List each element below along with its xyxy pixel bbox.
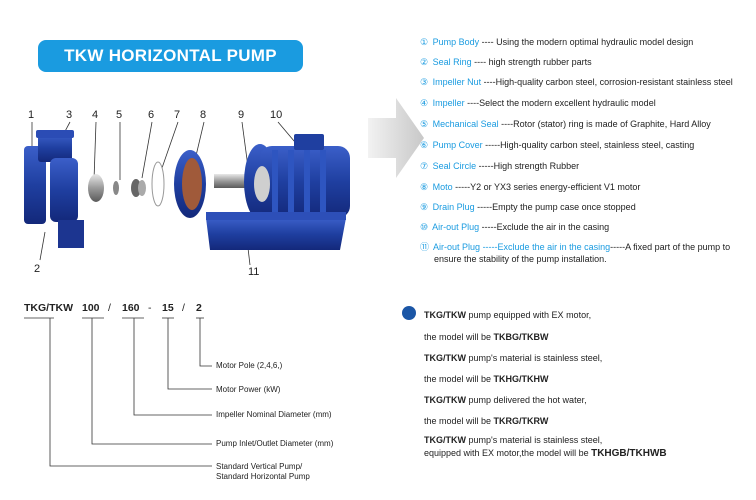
feature-desc: ---- Using the modern optimal hydraulic … [479,37,694,47]
feature-number: ⑤ [420,119,429,129]
code-motor-power: 15 [162,302,174,314]
feature-number: ⑦ [420,161,429,171]
label-motor-pole: Motor Pole (2,4,6,) [216,361,283,370]
callout-1: 1 [28,109,34,121]
code-type: TKG/TKW [24,302,73,314]
label-pump-type-2: Standard Horizontal Pump [216,472,310,481]
callout-7: 7 [174,109,180,121]
feature-name: Seal Circle [432,161,477,171]
callout-9: 9 [238,109,244,121]
page-title: TKW HORIZONTAL PUMP [38,40,303,72]
label-pump-type-1: Standard Vertical Pump/ [216,462,303,471]
variant-line: TKG/TKW pump equipped with EX motor, [424,310,592,320]
feature-name: Air-out Plug [432,222,480,232]
feature-number: ⑧ [420,182,429,192]
variant-line: the model will be TKRG/TKRW [424,416,549,426]
feature-number: ③ [420,77,429,87]
feature-item: ⑧ Moto -----Y2 or YX3 series energy-effi… [420,181,640,193]
feature-desc: ---- high strength rubber parts [471,57,592,67]
feature-desc: ----Rotor (stator) ring is made of Graph… [498,119,711,129]
feature-desc: -----High strength Rubber [476,161,580,171]
code-inlet-diameter: 100 [82,302,100,314]
feature-desc-continued: ensure the stability of the pump install… [434,254,607,264]
variant-line: the model will be TKHG/TKHW [424,374,549,384]
code-separator: / [108,302,111,314]
feature-name: Seal Ring [432,57,472,67]
feature-item: ① Pump Body ---- Using the modern optima… [420,36,693,48]
feature-name: Air-out Plug [433,242,481,252]
callout-3: 3 [66,109,72,121]
feature-number: ② [420,57,429,67]
feature-name: Impeller [432,98,465,108]
feature-number: ④ [420,98,429,108]
code-separator: - [148,302,152,314]
feature-item: ⑨ Drain Plug -----Empty the pump case on… [420,201,636,213]
feature-desc: -----High-quality carbon steel, stainles… [482,140,695,150]
feature-number: ⑩ [420,222,429,232]
code-impeller-diameter: 160 [122,302,140,314]
label-motor-power: Motor Power (kW) [216,385,281,394]
feature-desc-extra: -----A fixed part of the pump to [610,242,731,252]
code-motor-pole: 2 [196,302,202,314]
pump-exploded-illustration: 1 3 4 5 6 7 8 9 10 2 11 [24,109,350,278]
feature-desc: -----Exclude the air in the casing [479,222,610,232]
model-code-leader-lines [24,317,212,467]
feature-desc: -----Empty the pump case once stopped [474,202,636,212]
feature-desc: -----Exclude the air in the casing [480,242,611,252]
variant-line: TKG/TKW pump delivered the hot water, [424,395,587,405]
label-impeller-diameter: Impeller Nominal Diameter (mm) [216,410,332,419]
feature-name: Mechanical Seal [432,119,499,129]
callout-8: 8 [200,109,206,121]
variant-line: TKG/TKW pump's material is stainless ste… [424,353,603,363]
feature-number: ⑥ [420,140,429,150]
feature-number: ⑨ [420,202,429,212]
feature-name: Impeller Nut [432,77,482,87]
feature-item: ② Seal Ring ---- high strength rubber pa… [420,56,592,68]
feature-name: Drain Plug [432,202,475,212]
code-separator: / [182,302,185,314]
feature-name: Pump Cover [432,140,483,150]
feature-item: ④ Impeller ----Select the modern excelle… [420,97,656,109]
arrow-graphic [368,98,424,178]
feature-item: ⑩ Air-out Plug -----Exclude the air in t… [420,221,609,233]
variant-line: the model will be TKBG/TKBW [424,332,549,342]
feature-item: ③ Impeller Nut ----High-quality carbon s… [420,76,733,88]
variant-line: TKG/TKW pump's material is stainless ste… [424,435,603,445]
feature-number: ⑪ [420,242,430,252]
callout-6: 6 [148,109,154,121]
feature-item: ⑪ Air-out Plug -----Exclude the air in t… [420,241,730,265]
feature-item: ⑤ Mechanical Seal ----Rotor (stator) rin… [420,118,711,130]
callout-10: 10 [270,109,282,121]
feature-item: ⑦ Seal Circle -----High strength Rubber [420,160,579,172]
feature-number: ① [420,37,429,47]
feature-item: ⑥ Pump Cover -----High-quality carbon st… [420,139,694,151]
feature-desc: ----Select the modern excellent hydrauli… [464,98,656,108]
callout-11: 11 [248,266,259,278]
callout-2: 2 [34,263,40,275]
bullet-dot-icon [402,306,416,320]
callout-4: 4 [92,109,98,121]
feature-desc: -----Y2 or YX3 series energy-efficient V… [452,182,641,192]
label-inlet-diameter: Pump Inlet/Outlet Diameter (mm) [216,439,334,448]
feature-desc: ----High-quality carbon steel, corrosion… [481,77,733,87]
variant-line: equipped with EX motor,the model will be… [424,448,667,459]
callout-5: 5 [116,109,122,121]
feature-name: Pump Body [432,37,480,47]
feature-name: Moto [432,182,453,192]
